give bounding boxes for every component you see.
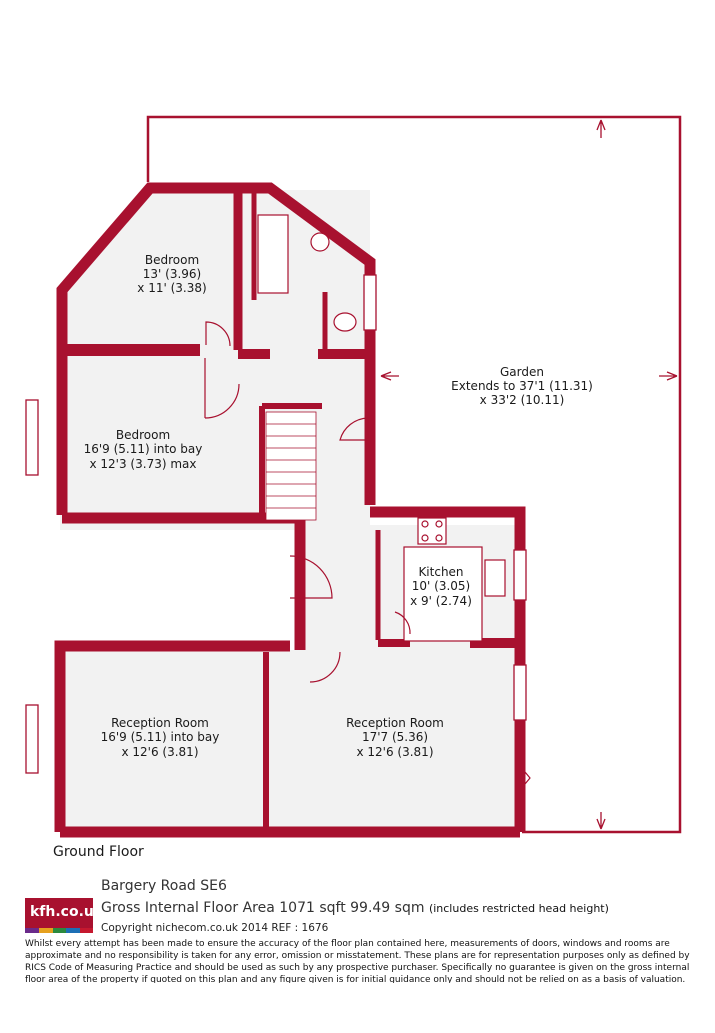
reception-2-dim1: 17'7 (5.36) [362,730,428,744]
door-bedroom-2 [204,358,240,419]
floor-area-main: Gross Internal Floor Area 1071 sqft 99.4… [101,900,425,916]
garden-name: Garden [500,365,544,379]
door-french [519,765,531,791]
garden-arrow-bottom [596,812,606,830]
interior-walls [60,190,520,830]
logo-stripe-3 [53,928,66,933]
bathtub-icon [257,214,289,294]
property-address: Bargery Road SE6 [101,878,227,894]
door-reception [309,651,341,683]
door-hall [339,417,369,441]
bedroom-2-dim1: 16'9 (5.11) into bay [84,442,203,456]
bathroom-fixtures [257,214,357,332]
logo-stripe-2 [39,928,53,933]
disclaimer-text: Whilst every attempt has been made to en… [25,939,690,983]
kitchen-name: Kitchen [418,565,463,579]
copyright-line: Copyright nichecom.co.uk 2014 REF : 1676 [101,922,329,934]
garden-dim1: Extends to 37'1 (11.31) [451,379,593,393]
bedroom-1-dim2: x 11' (3.38) [137,281,206,295]
reception-2-name: Reception Room [346,716,444,730]
kitchen-worktop [403,546,483,642]
basin-icon [310,232,330,252]
floor-label: Ground Floor [53,844,144,860]
kitchen-dim1: 10' (3.05) [412,579,470,593]
door-understairs [289,555,333,599]
door-bedroom-1 [205,321,231,347]
staircase [265,411,317,521]
doors [204,321,531,791]
logo-text: kfh.co.uk [30,904,104,920]
toilet-icon [333,312,357,332]
sink-icon [484,559,506,597]
reception-1-name: Reception Room [111,716,209,730]
reception-1-dim2: x 12'6 (3.81) [121,745,198,759]
bedroom-2-dim2: x 12'3 (3.73) max [90,457,197,471]
bedroom-2-name: Bedroom [116,428,170,442]
floor-plan: Bedroom 13' (3.96) x 11' (3.38) Bedroom … [25,115,682,838]
floor-area-note: (includes restricted head height) [428,902,609,915]
kitchen-dim2: x 9' (2.74) [410,594,472,608]
brand-logo: kfh.co.uk [25,898,103,933]
door-kitchen [394,611,411,635]
garden-arrow-right [659,371,678,381]
reception-1-dim1: 16'9 (5.11) into bay [101,730,220,744]
bedroom-1-dim1: 13' (3.96) [143,267,201,281]
garden-dim2: x 33'2 (10.11) [480,393,565,407]
garden-arrow-top [596,119,606,138]
kitchen-fixtures [403,517,506,642]
garden-arrow-left [380,371,399,381]
logo-stripe-4 [66,928,80,933]
windows [25,274,527,774]
bedroom-1-name: Bedroom [145,253,199,267]
reception-2-dim2: x 12'6 (3.81) [356,745,433,759]
room-labels: Bedroom 13' (3.96) x 11' (3.38) Bedroom … [84,253,593,759]
logo-stripe-5 [80,928,93,933]
floor-area-summary: Gross Internal Floor Area 1071 sqft 99.4… [101,900,609,916]
logo-stripe-1 [25,928,39,933]
garden-boundary [146,115,682,834]
